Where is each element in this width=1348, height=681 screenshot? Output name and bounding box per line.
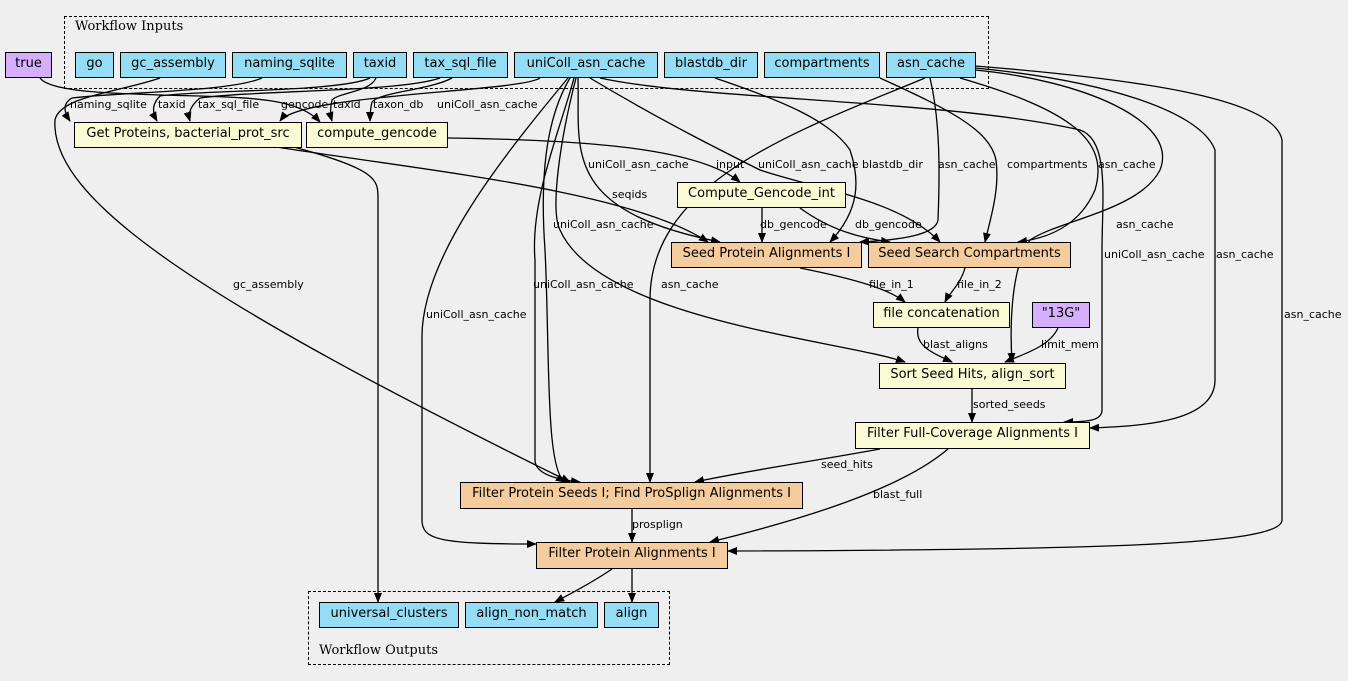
edge-label: file_in_2 [957, 278, 1002, 291]
edge-label: compartments [1007, 158, 1088, 171]
edge-unicoll-fpa [421, 77, 569, 548]
edge-label: seqids [612, 188, 648, 201]
input-naming-sqlite-node[interactable]: naming_sqlite [232, 52, 347, 78]
edge-naming-sqlite [61, 77, 263, 122]
edge-unicoll-spa [577, 77, 721, 245]
edge-unicoll-fps2 [542, 77, 571, 483]
filter-protein-alignments-node[interactable]: Filter Protein Alignments I [536, 542, 728, 569]
edge-label: blastdb_dir [862, 158, 923, 171]
seed-search-compartments-node[interactable]: Seed Search Compartments [868, 242, 1071, 268]
edge-seed-hits [694, 448, 881, 484]
get-proteins-node[interactable]: Get Proteins, bacterial_prot_src [74, 122, 302, 148]
edge-label: taxid [333, 98, 361, 111]
edge-true-gencode [39, 77, 321, 123]
edge-taxsql-gencode [366, 77, 453, 122]
edge-asn-spa [859, 77, 940, 246]
edge-label: db_gencode [760, 218, 827, 231]
edge-asn-sort [974, 69, 1163, 363]
edge-label: uniColl_asn_cache [758, 158, 859, 171]
edge-gencode-int [447, 137, 741, 183]
edge-gcassembly [54, 77, 571, 483]
edge-label: uniColl_asn_cache [588, 158, 689, 171]
edge-label: uniColl_asn_cache [437, 98, 538, 111]
edge-taxid-gencode [325, 77, 377, 122]
edge-asn-fps [646, 77, 926, 483]
workflow-inputs-cluster [64, 16, 989, 89]
edge-label: file_in_1 [869, 278, 914, 291]
true-const-node[interactable]: true [5, 52, 52, 78]
edge-asn-ffc [974, 67, 1216, 432]
edge-label: input [716, 158, 745, 171]
edge-label: asn_cache [938, 158, 996, 171]
edge-fpa-nonmatch [554, 568, 613, 603]
filter-protein-seeds-node[interactable]: Filter Protein Seeds I; Find ProSplign A… [460, 482, 803, 509]
input-compartments-node[interactable]: compartments [764, 52, 880, 78]
edge-label: asn_cache [1098, 158, 1156, 171]
edge-label: gc_assembly [233, 278, 304, 291]
edge-label: gencode [281, 98, 328, 111]
compute-gencode-int-node[interactable]: Compute_Gencode_int [677, 182, 846, 208]
input-go-node[interactable]: go [75, 52, 114, 78]
edge-get-universal [289, 145, 382, 603]
input-tax-sql-file-node[interactable]: tax_sql_file [413, 52, 508, 78]
edge-label: asn_cache [1284, 308, 1342, 321]
compute-gencode-node[interactable]: compute_gencode [306, 122, 448, 148]
edge-label: naming_sqlite [70, 98, 147, 111]
edge-label: blast_full [873, 488, 922, 501]
filter-full-coverage-node[interactable]: Filter Full-Coverage Alignments I [855, 422, 1090, 449]
output-universal-clusters-node[interactable]: universal_clusters [319, 602, 459, 628]
input-taxid-node[interactable]: taxid [353, 52, 407, 78]
edge-unicoll-ffc [599, 77, 1104, 426]
edge-label: tax_sql_file [198, 98, 259, 111]
input-asn-cache-node[interactable]: asn_cache [886, 52, 976, 78]
edge-taxsql-getprot [183, 77, 441, 122]
edge-unicoll-getprot [279, 77, 541, 122]
edge-taxid-getprot [149, 77, 371, 122]
edge-unicoll-fps [533, 77, 581, 486]
edge-asn-ssc [959, 77, 1099, 245]
edge-label: taxon_db [373, 98, 423, 111]
edge-label: db_gencode [855, 218, 922, 231]
edge-label: seed_hits [821, 458, 873, 471]
edge-label: asn_cache [1116, 218, 1174, 231]
edge-blast-full [709, 448, 949, 544]
edge-label: sorted_seeds [973, 398, 1046, 411]
edge-label: asn_cache [661, 278, 719, 291]
edge-label: uniColl_asn_cache [426, 308, 527, 321]
workflow-inputs-label: Workflow Inputs [75, 19, 184, 34]
file-concatenation-node[interactable]: file concatenation [873, 302, 1010, 328]
output-align-non-match-node[interactable]: align_non_match [465, 602, 598, 628]
edge-file-in-2 [944, 267, 966, 303]
edge-seqids [269, 145, 709, 243]
edge-label: uniColl_asn_cache [533, 278, 634, 291]
edge-label: limit_mem [1041, 338, 1099, 351]
edge-label: taxid [158, 98, 186, 111]
edge-label: uniColl_asn_cache [1104, 248, 1205, 261]
edge-asn-fpa [727, 65, 1283, 555]
edge-label: blast_aligns [923, 338, 988, 351]
edge-blastdb [714, 77, 857, 243]
edge-compartments [879, 77, 998, 243]
workflow-outputs-label: Workflow Outputs [319, 643, 438, 658]
input-blastdb-dir-node[interactable]: blastdb_dir [664, 52, 758, 78]
edge-label: uniColl_asn_cache [553, 218, 654, 231]
edge-limit-mem [1004, 327, 1059, 363]
input-unicoll-asn-cache-node[interactable]: uniColl_asn_cache [514, 52, 658, 78]
edge-file-in-1 [799, 267, 906, 303]
mem-13g-node[interactable]: "13G" [1032, 302, 1090, 328]
workflow-outputs-cluster [308, 591, 670, 665]
sort-seed-hits-node[interactable]: Sort Seed Hits, align_sort [879, 363, 1066, 389]
edge-unicoll-sort [555, 77, 906, 363]
output-align-node[interactable]: align [604, 602, 659, 628]
edge-label: asn_cache [1216, 248, 1274, 261]
edge-blast-aligns [917, 327, 953, 363]
input-gc-assembly-node[interactable]: gc_assembly [120, 52, 226, 78]
edge-label: prosplign [632, 518, 683, 531]
edge-unicoll-ssc [589, 77, 941, 243]
seed-protein-alignments-node[interactable]: Seed Protein Alignments I [671, 242, 862, 268]
